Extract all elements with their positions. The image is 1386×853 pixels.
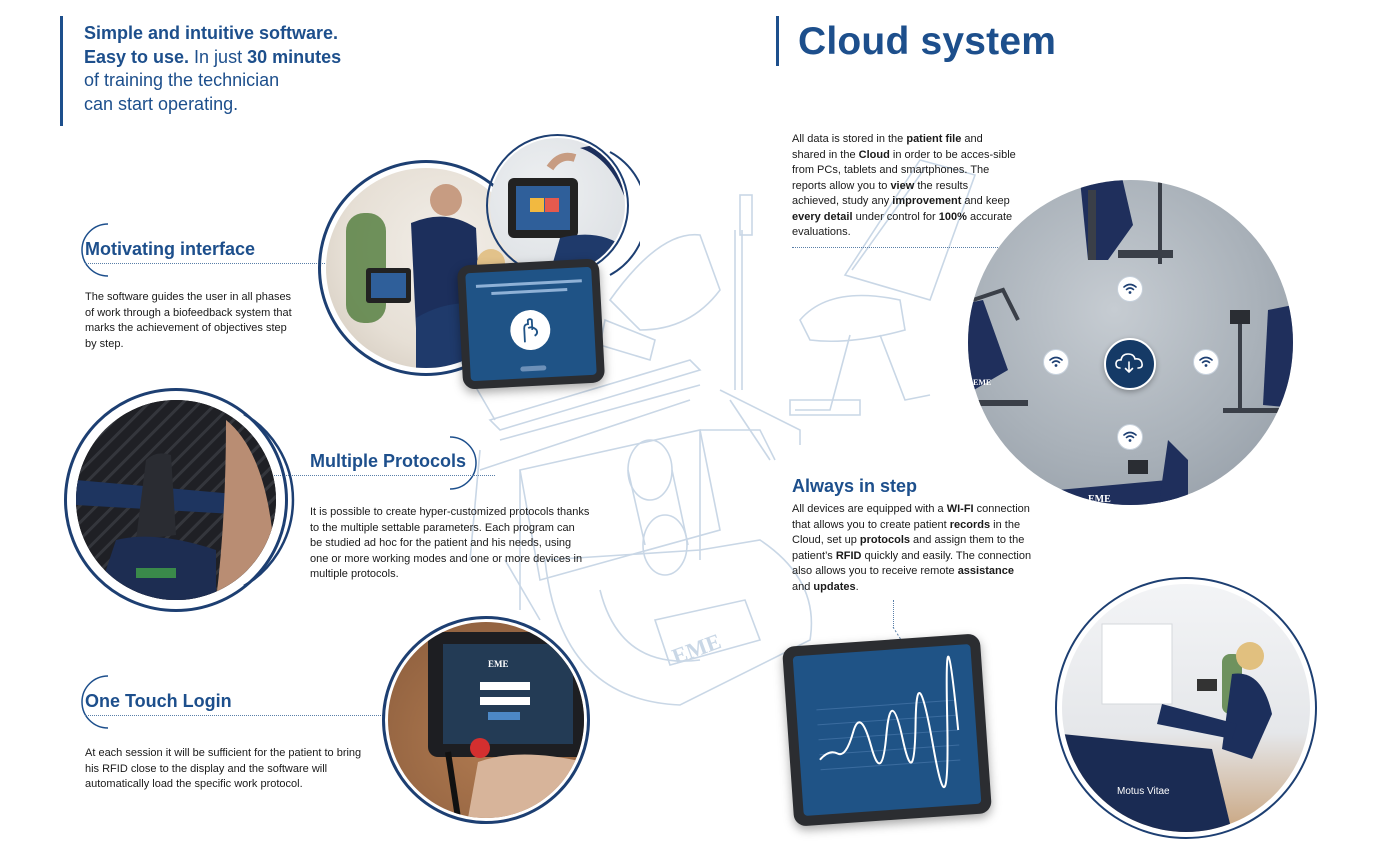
always-text-5: quickly and easily. The connection also … (792, 549, 1032, 578)
always-bold-5: assistance (957, 565, 1014, 577)
cloud-text-5: and keep (961, 195, 1010, 207)
login-connector-line (85, 715, 385, 716)
wifi-icon (1193, 349, 1219, 375)
always-text-7: . (855, 580, 859, 593)
cloud-bold-5: every detail (792, 210, 853, 223)
devices-illustration: EME EME (968, 180, 1293, 505)
always-connector-vertical (893, 600, 894, 628)
protocols-body: It is possible to create hyper-customize… (310, 506, 590, 580)
always-bold-1: WI-FI (946, 503, 974, 515)
section-arc-decoration (449, 436, 477, 490)
intro-text: Simple and intuitive software. Easy to u… (84, 22, 424, 116)
svg-text:EME: EME (669, 628, 725, 669)
motivating-body: The software guides the user in all phas… (85, 291, 292, 350)
always-bold-4: RFID (835, 549, 862, 562)
photo-arc-decoration (243, 412, 295, 588)
cloud-bold-1: patient file (906, 133, 962, 145)
always-text-2: connection that allows you to create pat… (792, 503, 1030, 531)
intro-highlight-3: 30 minutes (247, 46, 342, 67)
always-text-1: All devices are equipped with a (792, 503, 947, 515)
intro-text-2: of training the technician (84, 70, 280, 90)
always-connector-diagonal (892, 626, 911, 655)
photo-ring (64, 388, 288, 612)
always-text-6: and (792, 580, 814, 593)
intro-highlight-1: Simple and intuitive software. (84, 23, 339, 43)
cloud-title-divider (776, 16, 779, 66)
tablet-report (781, 633, 993, 827)
protocols-connector-line (255, 475, 495, 476)
photo-ring (1055, 577, 1317, 839)
photo-arc-decoration (609, 151, 640, 276)
cloud-text-1: All data is stored in the (792, 133, 907, 145)
motivating-connector-line (85, 263, 325, 264)
section-arc-decoration (81, 223, 109, 277)
cloud-text-3: in order to be acces-sible from PCs, tab… (792, 148, 1016, 192)
always-text-4: and assign them to the patient’s (792, 534, 1025, 562)
cloud-icon (1104, 338, 1156, 390)
cloud-bold-6: 100% (938, 210, 967, 223)
cloud-bold-4: improvement (892, 195, 962, 207)
cloud-bold-3: view (890, 179, 915, 192)
motivating-title: Motivating interface (85, 239, 256, 259)
intro-divider (60, 16, 63, 126)
login-title: One Touch Login (85, 691, 232, 711)
cloud-title: Cloud system (798, 20, 1057, 63)
cloud-description: All data is stored in the patient file a… (792, 132, 1017, 241)
wifi-icon (1043, 349, 1069, 375)
wifi-icon (1117, 276, 1143, 302)
svg-text:EME: EME (1088, 494, 1111, 505)
wifi-icon (1117, 424, 1143, 450)
cloud-text-2: and shared in the (792, 133, 983, 161)
ok-hand-icon (523, 318, 539, 343)
always-text-3: in the Cloud, set up (792, 518, 1021, 547)
protocols-title: Multiple Protocols (310, 451, 467, 471)
always-body: All devices are equipped with a WI-FI co… (792, 502, 1032, 595)
cloud-text-6: under control for (852, 210, 939, 223)
cloud-text-7: accurate evaluations. (792, 210, 1013, 239)
cloud-text-4: the results achieved, study any (792, 179, 969, 208)
always-bold-6: updates (813, 580, 856, 593)
cloud-connector-line (792, 247, 1020, 248)
intro-text-1: In just (189, 46, 248, 67)
report-graph (816, 655, 961, 788)
section-arc-decoration (81, 675, 109, 729)
always-title: Always in step (792, 476, 918, 496)
always-bold-3: protocols (859, 534, 910, 546)
cloud-bold-2: Cloud (858, 148, 890, 161)
intro-text-3: can start operating. (84, 93, 239, 114)
always-bold-2: records (949, 518, 991, 531)
tablet-motivating (456, 258, 606, 390)
login-body: At each session it will be sufficient fo… (85, 747, 362, 790)
svg-text:EME: EME (973, 378, 991, 387)
photo-ring (382, 616, 590, 824)
intro-highlight-2: Easy to use. (84, 46, 190, 67)
